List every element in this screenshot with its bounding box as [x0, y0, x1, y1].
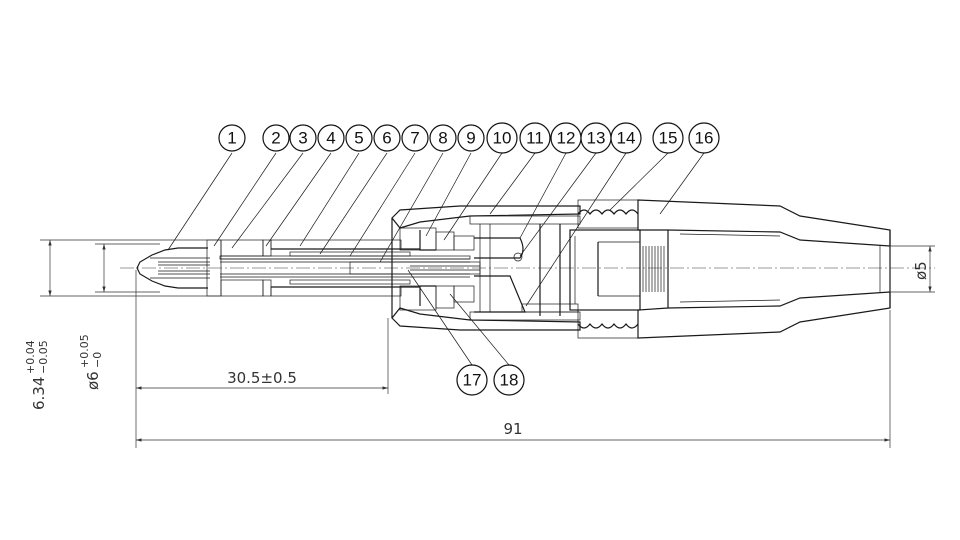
svg-text:13: 13	[587, 129, 606, 148]
shaft	[219, 239, 471, 297]
callout-15: 15	[652, 122, 684, 154]
callout-10: 10	[486, 122, 518, 154]
dimension-length	[135, 270, 891, 448]
dimension-left	[40, 239, 220, 297]
svg-text:11: 11	[526, 129, 544, 148]
callout-7: 7	[401, 124, 429, 152]
outer-shell	[391, 205, 581, 331]
svg-text:9: 9	[466, 129, 475, 148]
svg-text:18: 18	[500, 371, 519, 390]
svg-text:+0.04: +0.04	[24, 340, 37, 374]
dimension-right	[890, 245, 935, 293]
leader-lines	[167, 152, 705, 366]
callout-8: 8	[429, 124, 457, 152]
callout-11: 11	[519, 122, 551, 154]
solder-contact	[474, 224, 579, 316]
svg-text:6.34: 6.34	[30, 377, 48, 410]
svg-text:5: 5	[354, 129, 363, 148]
callout-12: 12	[550, 122, 582, 154]
svg-text:8: 8	[438, 129, 447, 148]
svg-text:12: 12	[557, 129, 576, 148]
callout-4: 4	[317, 124, 345, 152]
sleeve-lower	[220, 279, 264, 297]
callout-17: 17	[456, 364, 488, 396]
svg-text:+0.05: +0.05	[78, 334, 91, 368]
cable-clamp	[569, 199, 665, 339]
svg-text:3: 3	[298, 129, 307, 148]
washer-lower	[262, 279, 272, 297]
nut-block	[399, 227, 475, 311]
callout-13: 13	[580, 122, 612, 154]
callout-2: 2	[262, 124, 290, 152]
svg-text:16: 16	[695, 129, 714, 148]
svg-text:−0: −0	[91, 352, 104, 368]
svg-text:7: 7	[410, 129, 419, 148]
rear-boot	[637, 199, 891, 339]
svg-text:6: 6	[382, 129, 391, 148]
callout-9: 9	[457, 124, 485, 152]
svg-text:−0.05: −0.05	[37, 340, 50, 374]
callout-5: 5	[345, 124, 373, 152]
svg-text:10: 10	[493, 129, 512, 148]
svg-text:4: 4	[326, 129, 335, 148]
plug-tip	[136, 247, 210, 289]
svg-text:14: 14	[617, 129, 636, 148]
svg-text:17: 17	[463, 371, 482, 390]
length-total-label: 91	[503, 420, 522, 438]
sleeve-upper	[220, 239, 264, 257]
washer-upper	[262, 239, 272, 257]
callout-6: 6	[373, 124, 401, 152]
length-partial-label: 30.5±0.5	[227, 369, 297, 387]
callout-14: 14	[610, 122, 642, 154]
callout-3: 3	[289, 124, 317, 152]
svg-text:2: 2	[271, 129, 280, 148]
svg-text:1: 1	[227, 129, 236, 148]
callout-1: 1	[218, 124, 246, 152]
svg-text:15: 15	[659, 129, 678, 148]
sleeve-diameter-label: ø6 +0.05 −0	[78, 334, 104, 390]
cable-diameter-label: ø5	[912, 261, 930, 280]
callout-16: 16	[688, 122, 720, 154]
tip-diameter-label: 6.34 +0.04 −0.05	[24, 340, 50, 410]
svg-text:ø6: ø6	[84, 371, 102, 390]
callout-18: 18	[493, 364, 525, 396]
